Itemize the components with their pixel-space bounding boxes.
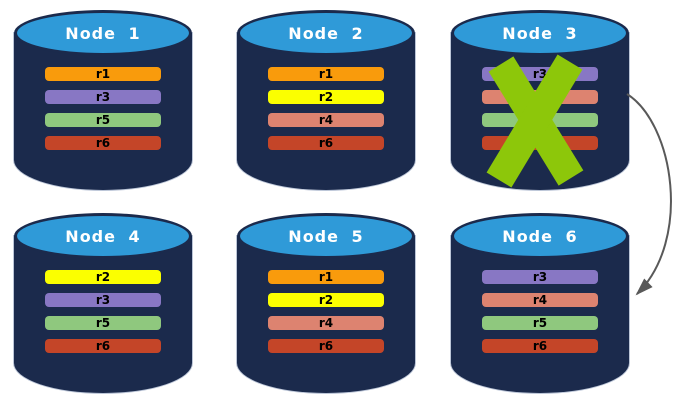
node-3-replica-list: r3 r4 r5 r6	[482, 67, 598, 150]
node-3-cylinder-top: Node 3	[451, 10, 629, 56]
node-2-replica-list: r1 r2 r4 r6	[268, 67, 384, 150]
replica-bar: r6	[268, 339, 384, 353]
node-6-title: Node 6	[502, 226, 578, 246]
replica-bar: r4	[268, 113, 384, 127]
replica-bar: r4	[482, 90, 598, 104]
node-3-title: Node 3	[502, 23, 578, 43]
node-5-replica-list: r1 r2 r4 r6	[268, 270, 384, 353]
replica-bar: r5	[45, 113, 161, 127]
node-2-cylinder-body	[237, 33, 415, 190]
replica-bar: r6	[268, 136, 384, 150]
replica-bar: r5	[45, 316, 161, 330]
replica-bar: r5	[482, 316, 598, 330]
node-4-cylinder-body	[14, 236, 192, 393]
node-2-cylinder-top: Node 2	[237, 10, 415, 56]
node-5-cylinder-top: Node 5	[237, 213, 415, 259]
replica-bar: r3	[45, 90, 161, 104]
replica-bar: r6	[482, 136, 598, 150]
replica-bar: r6	[45, 136, 161, 150]
node-6-cylinder: Node 6 r3 r4 r5 r6	[451, 213, 629, 393]
replica-bar: r2	[45, 270, 161, 284]
node-5-cylinder: Node 5 r1 r2 r4 r6	[237, 213, 415, 393]
node-5-cylinder-body	[237, 236, 415, 393]
node-4-title: Node 4	[65, 226, 141, 246]
node-4-replica-list: r2 r3 r5 r6	[45, 270, 161, 353]
node-1-cylinder: Node 1 r1 r3 r5 r6	[14, 10, 192, 190]
node-1-title: Node 1	[65, 23, 141, 43]
replica-bar: r3	[45, 293, 161, 307]
node-3-cylinder: Node 3 r3 r4 r5 r6	[451, 10, 629, 190]
replica-bar: r3	[482, 67, 598, 81]
node-6-cylinder-body	[451, 236, 629, 393]
node-6-replica-list: r3 r4 r5 r6	[482, 270, 598, 353]
replica-bar: r2	[268, 90, 384, 104]
replica-bar: r2	[268, 293, 384, 307]
replica-bar: r4	[482, 293, 598, 307]
recovery-arrow-path	[626, 93, 672, 296]
replica-bar: r5	[482, 113, 598, 127]
node-6-cylinder-top: Node 6	[451, 213, 629, 259]
node-1-cylinder-top: Node 1	[14, 10, 192, 56]
replica-bar: r6	[482, 339, 598, 353]
replica-bar: r3	[482, 270, 598, 284]
node-2-cylinder: Node 2 r1 r2 r4 r6	[237, 10, 415, 190]
replica-bar: r6	[45, 339, 161, 353]
node-4-cylinder-top: Node 4	[14, 213, 192, 259]
replica-bar: r4	[268, 316, 384, 330]
node-1-replica-list: r1 r3 r5 r6	[45, 67, 161, 150]
node-1-cylinder-body	[14, 33, 192, 190]
node-4-cylinder: Node 4 r2 r3 r5 r6	[14, 213, 192, 393]
replica-bar: r1	[45, 67, 161, 81]
node-2-title: Node 2	[288, 23, 364, 43]
replica-bar: r1	[268, 67, 384, 81]
node-5-title: Node 5	[288, 226, 364, 246]
replica-bar: r1	[268, 270, 384, 284]
